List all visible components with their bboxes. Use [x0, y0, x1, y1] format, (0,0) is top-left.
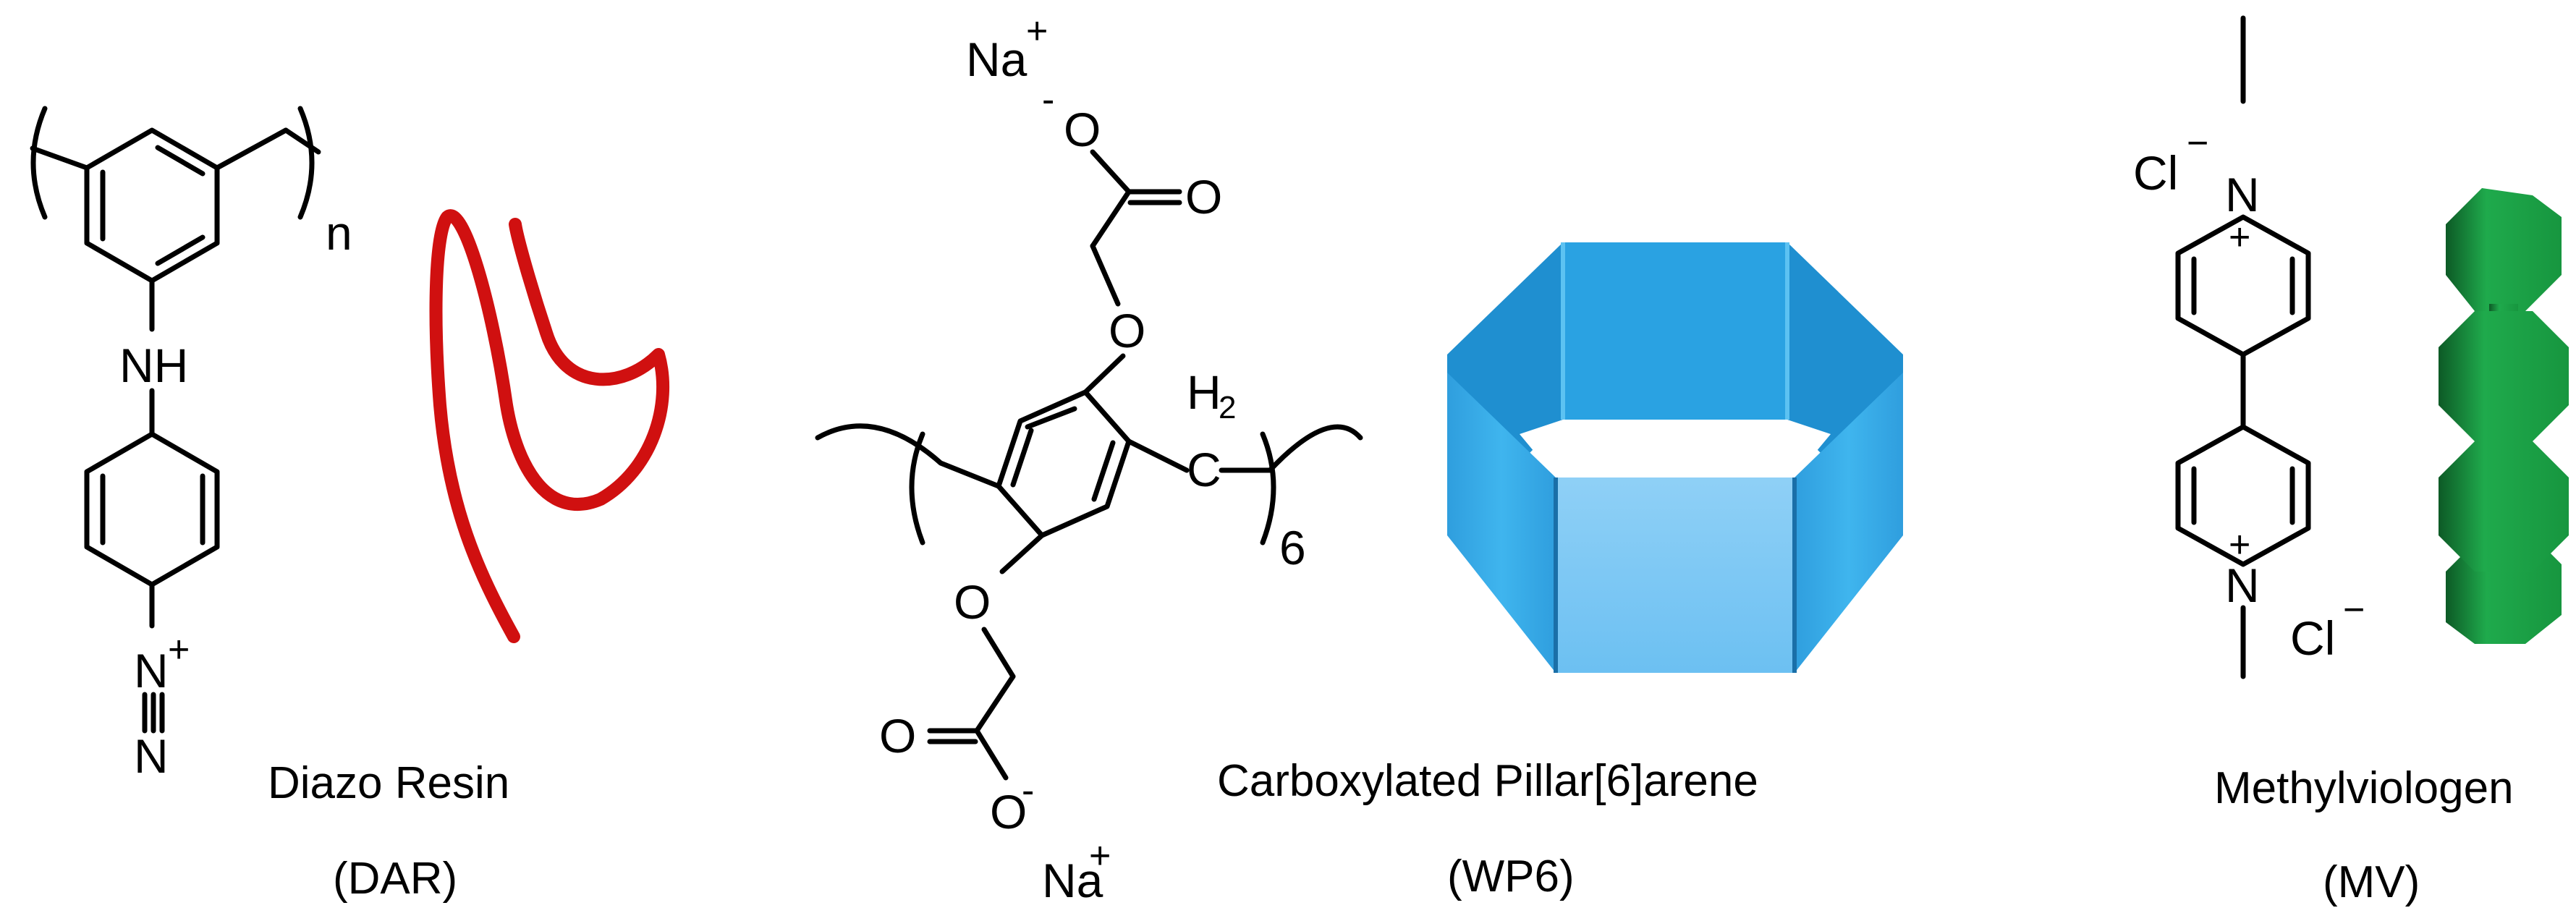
wp6-o-bottom-label: O	[990, 785, 1027, 839]
wp6-na-bottom-plus: +	[1089, 835, 1111, 877]
dar-nh-label: NH	[119, 339, 188, 392]
wp6-o-carbonyl-top: O	[1185, 170, 1222, 224]
wp6-o-ether-bottom: O	[954, 575, 991, 629]
mv-bottom-ring	[2175, 424, 2311, 567]
wp6-right-chain	[1267, 424, 1363, 473]
mv-cl-bottom-minus: −	[2343, 589, 2365, 631]
mv-n-bottom-label: N	[2225, 559, 2260, 612]
wp6-h2-subscript: 2	[1219, 390, 1236, 425]
dar-right-bracket	[297, 106, 315, 220]
dar-abbr-caption: (DAR)	[333, 854, 457, 904]
wp6-abbr-caption: (WP6)	[1447, 852, 1575, 901]
wp6-o-bottom-minus: -	[1022, 770, 1034, 812]
mv-structure: Cl − N + + N Cl −	[2133, 15, 2365, 679]
dar-bottom-ring	[84, 431, 220, 587]
wp6-na-top-label: Na	[966, 33, 1028, 86]
wp6-right-bracket	[1260, 431, 1276, 546]
dar-n2-label: N	[134, 729, 169, 783]
mv-cl-bottom-label: Cl	[2290, 611, 2335, 665]
wp6-name-caption: Carboxylated Pillar[6]arene	[1217, 756, 1758, 806]
wp6-o-ether-top: O	[1109, 304, 1145, 357]
wp6-left-chain	[815, 423, 1001, 489]
wp6-o-top-minus: -	[1042, 79, 1054, 121]
wp6-repeat-count: 6	[1279, 521, 1306, 574]
mv-cl-top-label: Cl	[2133, 146, 2178, 200]
wp6-o-carbonyl-bottom: O	[879, 709, 916, 763]
wp6-c-label: C	[1187, 443, 1221, 496]
mv-cartoon-icon	[2439, 188, 2569, 644]
wp6-cartoon-icon	[1447, 242, 1903, 673]
dar-n1-label: N	[134, 644, 169, 697]
dar-left-bracket	[30, 106, 48, 220]
dar-cartoon-icon	[429, 209, 670, 643]
mv-cl-top-minus: −	[2187, 122, 2208, 164]
mv-n-top-label: N	[2225, 168, 2260, 221]
wp6-na-bottom-label: Na	[1042, 854, 1103, 907]
dar-n-subscript: n	[326, 206, 352, 260]
wp6-na-top-plus: +	[1026, 10, 1048, 52]
dar-top-ring	[84, 127, 220, 284]
mv-abbr-caption: (MV)	[2323, 857, 2420, 907]
wp6-o-top-label: O	[1064, 103, 1101, 156]
wp6-h2-label: H	[1187, 365, 1221, 419]
dar-structure: NH n N + N	[30, 106, 352, 783]
dar-name-caption: Diazo Resin	[268, 758, 509, 808]
dar-plus-charge: +	[168, 629, 190, 671]
mv-name-caption: Methylviologen	[2214, 763, 2514, 813]
wp6-structure: Na + - O O O H 2 C 6 O O	[815, 10, 1363, 907]
mv-n-bottom-plus: +	[2229, 524, 2250, 566]
